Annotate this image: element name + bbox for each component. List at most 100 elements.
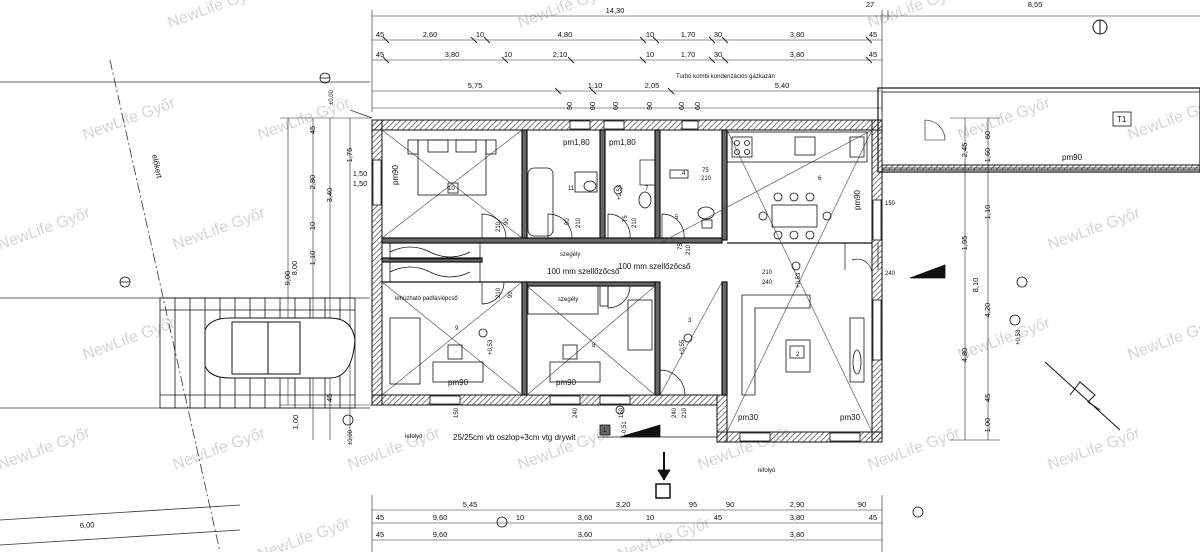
garden-label: előkert: [150, 154, 164, 180]
dim-label: 1,10: [308, 251, 317, 266]
bathroom-fixtures: [527, 167, 715, 237]
dim-label: 27: [866, 0, 874, 9]
dim-label: 45: [376, 513, 384, 522]
dim-label: 1,10: [983, 205, 992, 220]
dim-label: 3,60: [578, 530, 593, 539]
dim-label: 9,60: [433, 530, 448, 539]
dim-label: 5,45: [463, 500, 478, 509]
dim-label: 30: [714, 30, 722, 39]
watermark: NewLife Győr: [1126, 94, 1200, 143]
watermark: NewLife Győr: [256, 514, 354, 552]
dim-label: 1,50: [353, 169, 368, 178]
pm-label: pm30: [840, 413, 861, 422]
watermark: NewLife Győr: [956, 314, 1054, 363]
dim-label: 4,80: [960, 348, 969, 363]
small-note: szegély: [560, 252, 580, 258]
dim-label: 1,60: [983, 148, 992, 163]
door-code: 210: [496, 221, 502, 232]
watermark: NewLife Győr: [171, 424, 269, 473]
level-label: ±0,00: [329, 89, 335, 105]
watermark: NewLife Győr: [516, 424, 614, 473]
room-number: 2: [796, 352, 800, 358]
dim-label: 45: [714, 513, 722, 522]
dim-label: 45: [869, 30, 877, 39]
door-code: 150: [619, 407, 625, 418]
dim-label: 1,50: [353, 179, 368, 188]
dim-label: 90: [565, 102, 574, 110]
dim-label: 5,40: [775, 81, 790, 90]
top-dimension-labels: 14,30 27 8,55 45 2,60 10 4,80 10 1,70 30…: [376, 0, 1042, 110]
pm-label: pm1,80: [563, 138, 590, 147]
watermark: NewLife Győr: [166, 0, 264, 32]
pm-label: pm1,80: [609, 138, 636, 147]
dim-label: 3,80: [790, 30, 805, 39]
dining-table: [758, 192, 832, 240]
dim-label: 60: [693, 102, 702, 110]
level-markers: [119, 72, 1028, 528]
column-note: 25/25cm vb oszlop+3cm vtg drywit: [453, 433, 576, 442]
door-code: 90: [508, 291, 514, 298]
door-code: 75: [623, 215, 629, 222]
dim-label: 90: [645, 102, 654, 110]
dim-label: 10: [646, 50, 654, 59]
pm-label: pm90: [448, 378, 469, 387]
dim-label: 2,60: [423, 30, 438, 39]
room-diagonals: [381, 129, 873, 433]
dim-label: 95: [689, 500, 697, 509]
dim-label: 90: [726, 500, 734, 509]
dim-label: 10: [646, 513, 654, 522]
watermark: NewLife Győr: [81, 314, 179, 363]
door-code: 240: [573, 407, 579, 418]
dim-label: 30: [714, 50, 722, 59]
dim-label: 4,80: [558, 30, 573, 39]
room-number: 5: [675, 215, 679, 221]
dim-label: 3,40: [325, 188, 334, 203]
small-note: lefolyó: [758, 468, 776, 474]
watermark: NewLife Győr: [956, 94, 1054, 143]
watermark: NewLife Győr: [171, 204, 269, 253]
dim-label: 10: [504, 50, 512, 59]
vent-note: 100 mm szellőzőcső: [547, 267, 620, 276]
dim-label: 45: [376, 30, 384, 39]
dim-label: 14,30: [606, 6, 625, 15]
door-code: 210: [762, 270, 773, 276]
dim-label: 45: [308, 126, 317, 134]
dim-label: 8,10: [971, 278, 980, 293]
dim-label: 9,00: [283, 271, 292, 286]
room-labels: pm90 pm1,80 pm1,80 pm90 pm90 pm90 pm30 p…: [391, 138, 1083, 434]
level-label: +0,53: [1016, 329, 1022, 345]
door-code: 75: [702, 168, 709, 174]
level-label: -0,51: [622, 421, 628, 435]
dim-label: 45: [983, 394, 992, 402]
dim-label: 45: [869, 50, 877, 59]
dim-label: 3,20: [616, 500, 631, 509]
dim-label: 6,00: [80, 520, 95, 530]
room-number: 3: [688, 318, 692, 324]
dim-label: 45: [869, 513, 877, 522]
exterior-walls: [371, 119, 883, 443]
watermark: NewLife Győr: [0, 204, 93, 253]
room-number: 10: [448, 186, 455, 192]
dim-label: 4,20: [983, 303, 992, 318]
dim-label: 2,05: [645, 81, 660, 90]
dim-label: 1,70: [681, 50, 696, 59]
dim-label: 10: [516, 513, 524, 522]
dim-label: 2,90: [790, 500, 805, 509]
left-dimensions: [280, 117, 372, 440]
dim-label: 3,60: [578, 513, 593, 522]
kitchen: [726, 131, 868, 163]
top-dimension-ticks: [382, 36, 873, 95]
watermark: NewLife Győr: [81, 94, 179, 143]
door-code: 90: [565, 218, 571, 225]
door-code: 150: [454, 407, 460, 418]
dim-label: 1,00: [983, 418, 992, 433]
level-label: +0,53: [617, 184, 623, 200]
dim-label: 10: [308, 222, 317, 230]
level-label: ±0,00: [348, 429, 354, 445]
dim-label: 60: [983, 131, 992, 139]
pm-label: pm90: [853, 189, 862, 210]
dim-label: 9,60: [433, 513, 448, 522]
annex-tag: T1: [1117, 115, 1127, 124]
watermark: NewLife Győr: [1046, 204, 1144, 253]
